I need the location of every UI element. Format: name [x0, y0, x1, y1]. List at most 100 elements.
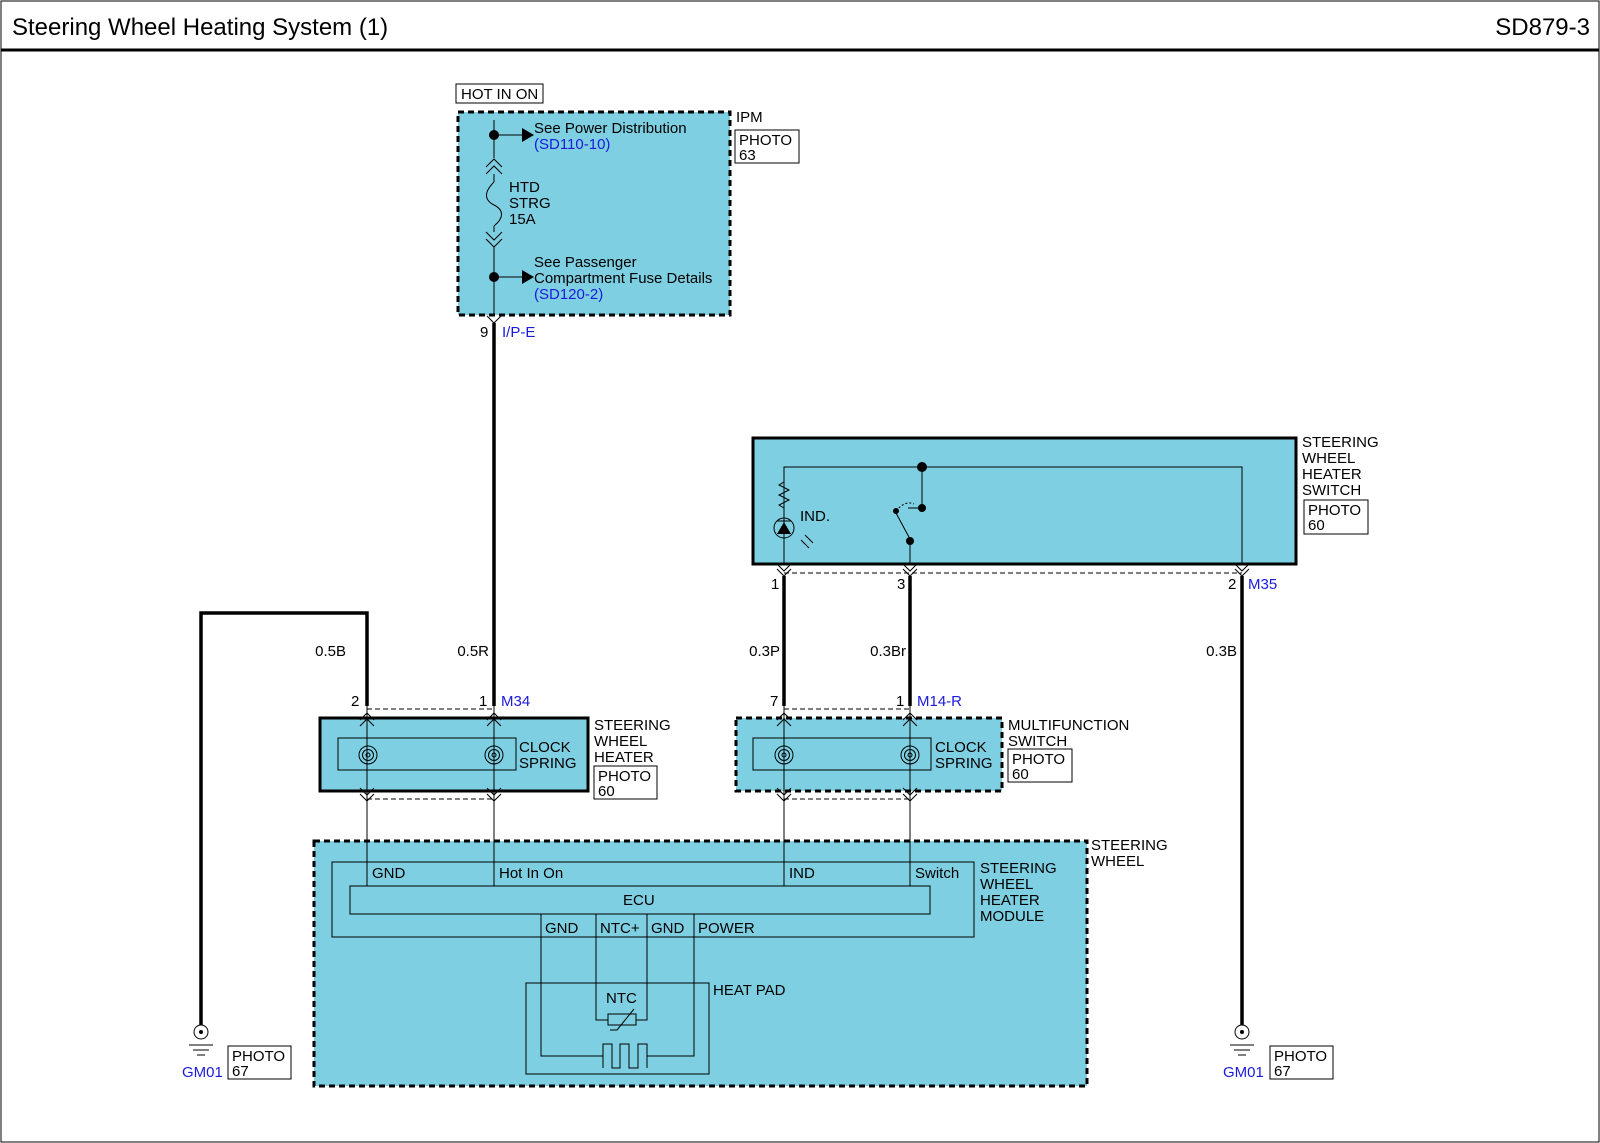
- module-pin-gnd-2: GND: [545, 920, 579, 937]
- clock-right-photo-box: PHOTO 60: [1007, 748, 1073, 783]
- connector-chevron: [359, 712, 502, 802]
- module-pin-switch: Switch: [915, 865, 959, 882]
- ipm-label: IPM: [736, 109, 763, 126]
- switch-label-4: SWITCH: [1302, 482, 1361, 499]
- ground-right-photo-box: PHOTO 67: [1269, 1045, 1334, 1080]
- clock-spring-left-box: [318, 716, 590, 793]
- spiral-icon: [358, 745, 378, 765]
- wire-label-0.5B: 0.5B: [315, 643, 346, 660]
- switch-pin-2: 2: [1228, 576, 1236, 593]
- spiral-icon: [774, 745, 794, 765]
- clock-right-photo-number: 60: [1012, 766, 1029, 783]
- power-distribution-text: See Power Distribution: [534, 120, 687, 137]
- hot-in-on-label: HOT IN ON: [461, 86, 538, 103]
- switch-photo-number: 60: [1308, 517, 1325, 534]
- ind-label: IND.: [800, 508, 830, 525]
- wire-label-0.5R: 0.5R: [457, 643, 489, 660]
- passenger-text-2: Compartment Fuse Details: [534, 270, 712, 287]
- fuse-label-2: STRG: [509, 195, 551, 212]
- clock-right-name-2: SWITCH: [1008, 733, 1067, 750]
- spiral-icon: [900, 745, 920, 765]
- ecu-box: [349, 885, 931, 915]
- clock-left-pin-2: 2: [351, 693, 359, 710]
- thermistor-icon: [607, 1008, 637, 1031]
- connector-chevron: [486, 315, 502, 324]
- clock-right-connector: M14-R: [917, 693, 962, 710]
- heat-pad-box: [525, 982, 710, 1075]
- switch-label-1: STEERING: [1302, 434, 1379, 451]
- ground-right-photo-label: PHOTO: [1274, 1048, 1327, 1065]
- switch-contact-icon: [893, 502, 915, 564]
- wire-label-0.3Br: 0.3Br: [870, 643, 906, 660]
- module-label-3: HEATER: [980, 892, 1040, 909]
- module-label-1: STEERING: [980, 860, 1057, 877]
- ipm-pin-number: 9: [480, 324, 488, 341]
- switch-photo-box: PHOTO 60: [1303, 499, 1369, 535]
- module-label-4: MODULE: [980, 908, 1044, 925]
- clock-left-name-1: STEERING: [594, 717, 671, 734]
- ground-icon: [189, 1024, 213, 1056]
- clock-right-label-1: CLOCK: [935, 739, 987, 756]
- heater-module-box: [331, 861, 975, 938]
- steering-wheel-box: [312, 839, 1089, 1088]
- switch-connector-label: M35: [1248, 576, 1277, 593]
- ground-left-photo-label: PHOTO: [232, 1048, 285, 1065]
- clock-left-photo-label: PHOTO: [598, 768, 651, 785]
- page-title: Steering Wheel Heating System (1): [12, 14, 388, 41]
- clock-left-connector: M34: [501, 693, 530, 710]
- ground-left-id: GM01: [182, 1064, 223, 1081]
- ipm-photo-box: PHOTO 63: [734, 129, 800, 164]
- module-label-2: WHEEL: [980, 876, 1033, 893]
- ipm-connector-label: I/P-E: [502, 324, 535, 341]
- spiral-icon: [484, 745, 504, 765]
- module-pin-power: POWER: [698, 920, 755, 937]
- clock-left-name-3: HEATER: [594, 749, 654, 766]
- ipm-photo-number: 63: [739, 147, 756, 164]
- clock-right-name-1: MULTIFUNCTION: [1008, 717, 1129, 734]
- connector-chevron: [776, 712, 918, 802]
- passenger-text-1: See Passenger: [534, 254, 637, 271]
- clock-left-photo-box: PHOTO 60: [593, 765, 658, 800]
- switch-photo-label: PHOTO: [1308, 502, 1361, 519]
- diagram-code: SD879-3: [1495, 14, 1590, 41]
- clock-right-pin-1: 1: [896, 693, 904, 710]
- switch-label-3: HEATER: [1302, 466, 1362, 483]
- clock-spring-left-inner: [337, 737, 517, 771]
- connector-chevron: [776, 563, 1250, 577]
- wire-0.5B-ground: [199, 611, 369, 1025]
- heater-switch-box: [751, 436, 1298, 566]
- clock-right-pin-7: 7: [770, 693, 778, 710]
- module-pin-gnd: GND: [372, 865, 406, 882]
- hot-in-on-box: [455, 83, 544, 104]
- steering-wheel-label-2: WHEEL: [1091, 853, 1144, 870]
- fuse-label-3: 15A: [509, 211, 536, 228]
- wire-label-0.3P: 0.3P: [749, 643, 780, 660]
- clock-left-name-2: WHEEL: [594, 733, 647, 750]
- ecu-label: ECU: [623, 892, 655, 909]
- steering-wheel-label-1: STEERING: [1091, 837, 1168, 854]
- ntc-label: NTC: [606, 990, 637, 1007]
- power-distribution-ref: (SD110-10): [534, 136, 610, 153]
- clock-right-label-2: SPRING: [935, 755, 993, 772]
- switch-pin-1: 1: [771, 576, 779, 593]
- ipm-photo-label: PHOTO: [739, 132, 792, 149]
- module-pin-gnd-3: GND: [651, 920, 685, 937]
- clock-spring-right-inner: [752, 737, 932, 771]
- fuse-label-1: HTD: [509, 179, 540, 196]
- ground-right-photo-number: 67: [1274, 1063, 1291, 1080]
- wire-label-0.3B: 0.3B: [1206, 643, 1237, 660]
- heater-element-icon: [602, 1043, 648, 1069]
- module-pin-ind: IND: [789, 865, 815, 882]
- arrow-icon: [522, 128, 534, 142]
- ground-left-photo-box: PHOTO 67: [227, 1045, 292, 1080]
- clock-right-photo-label: PHOTO: [1012, 751, 1065, 768]
- ground-right-id: GM01: [1223, 1064, 1264, 1081]
- module-pin-ntc-plus: NTC+: [600, 920, 640, 937]
- switch-pin-3: 3: [897, 576, 905, 593]
- ground-left-photo-number: 67: [232, 1063, 249, 1080]
- clock-left-label-1: CLOCK: [519, 739, 571, 756]
- clock-spring-right-box: [734, 716, 1004, 793]
- heat-pad-label: HEAT PAD: [713, 982, 786, 999]
